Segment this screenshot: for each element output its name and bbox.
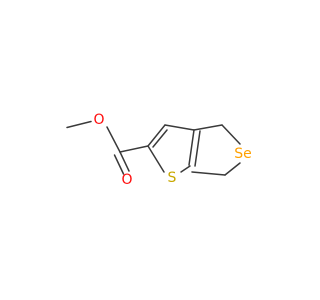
ether-oxygen-label: O	[93, 112, 104, 128]
bond-s-c2	[147, 145, 165, 173]
bond-o-carbonyl-c	[106, 126, 121, 153]
bond-c3a-c6a-2	[194, 130, 201, 167]
bond-carbonyl-c2	[119, 145, 149, 153]
bond-c6a-s	[180, 165, 191, 173]
bond-c3-c3a	[164, 124, 195, 131]
bond-c-o-double-1	[119, 151, 130, 172]
bond-se-ch2	[224, 162, 241, 176]
selenium-label: Se	[234, 146, 252, 162]
sulfur-label: S	[168, 170, 177, 186]
bond-c3a-ch2	[193, 124, 223, 131]
bond-c2-c3	[147, 124, 166, 147]
carbonyl-oxygen-label: O	[121, 172, 132, 188]
bond-c3a-c6a-1	[188, 129, 195, 166]
structure-diagram: O O S Se	[66, 112, 252, 188]
bond-c2-c3-inner	[152, 129, 168, 148]
bond-c-o-double-2	[113, 154, 125, 175]
bond-ch2-c6a	[191, 171, 226, 176]
bond-methyl-o	[66, 120, 92, 129]
bond-ch2-se	[221, 124, 241, 145]
